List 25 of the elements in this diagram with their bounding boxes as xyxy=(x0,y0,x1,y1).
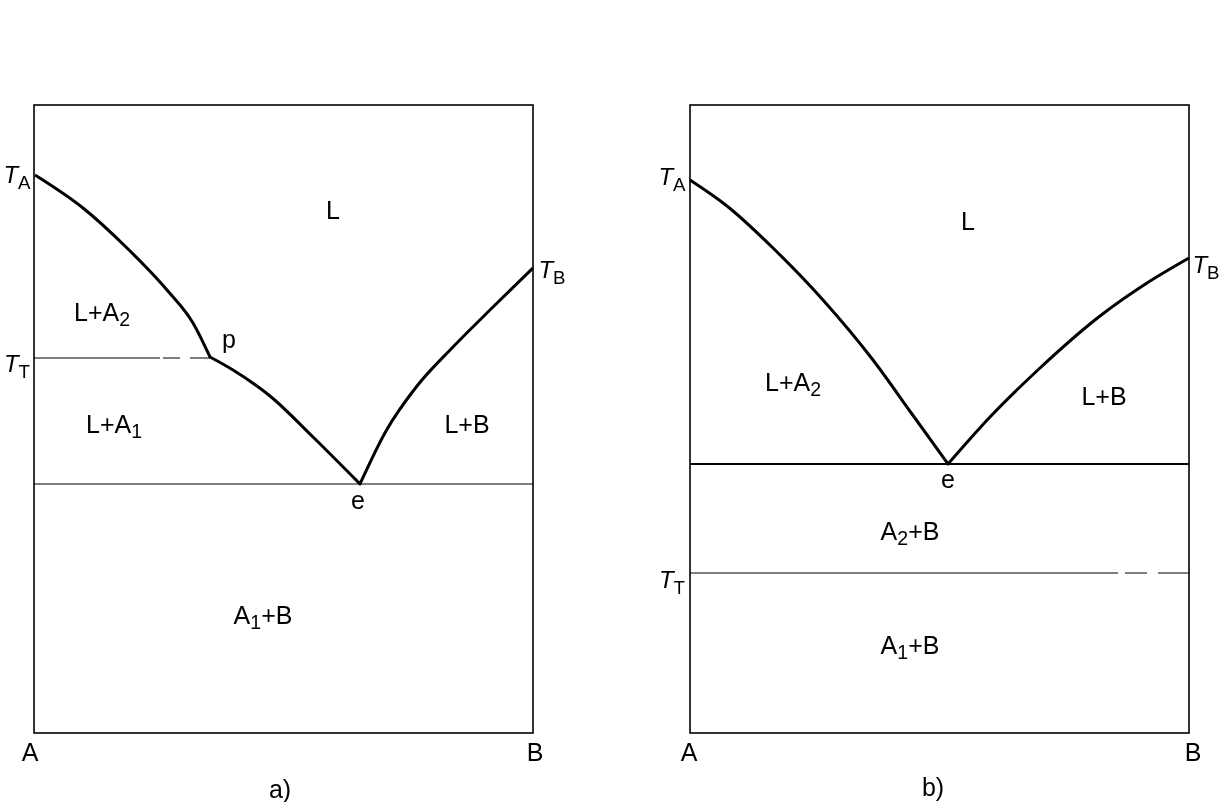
region-label: L+A$_{2}$ xyxy=(765,369,821,395)
region-label: L xyxy=(326,197,340,223)
point-label: p xyxy=(222,326,236,352)
temperature-label: T$_{B}$ xyxy=(538,258,566,282)
region-label: A$_{1}$+B xyxy=(880,632,940,658)
panel-caption: b) xyxy=(921,774,945,800)
region-label: L+B xyxy=(1081,383,1127,409)
temperature-label: T$_{T}$ xyxy=(3,352,31,376)
panel-caption: a) xyxy=(268,776,292,802)
region-label: A$_{1}$+B xyxy=(233,602,293,628)
region-label: A$_{2}$+B xyxy=(880,518,940,544)
region-label: L+A$_{1}$ xyxy=(86,411,142,437)
temperature-label: T$_{A}$ xyxy=(658,165,686,189)
temperature-label: T$_{T}$ xyxy=(658,568,686,592)
region-label: L xyxy=(961,208,975,234)
point-label: e xyxy=(941,466,955,492)
region-label: L+B xyxy=(444,411,490,437)
component-label: A xyxy=(21,739,39,765)
component-label: B xyxy=(1184,739,1202,765)
component-label: B xyxy=(526,739,544,765)
point-label: e xyxy=(351,487,365,513)
component-label: A xyxy=(680,739,698,765)
region-label: L+A$_{2}$ xyxy=(74,299,130,325)
temperature-label: T$_{A}$ xyxy=(3,163,31,187)
temperature-label: T$_{B}$ xyxy=(1192,253,1220,277)
